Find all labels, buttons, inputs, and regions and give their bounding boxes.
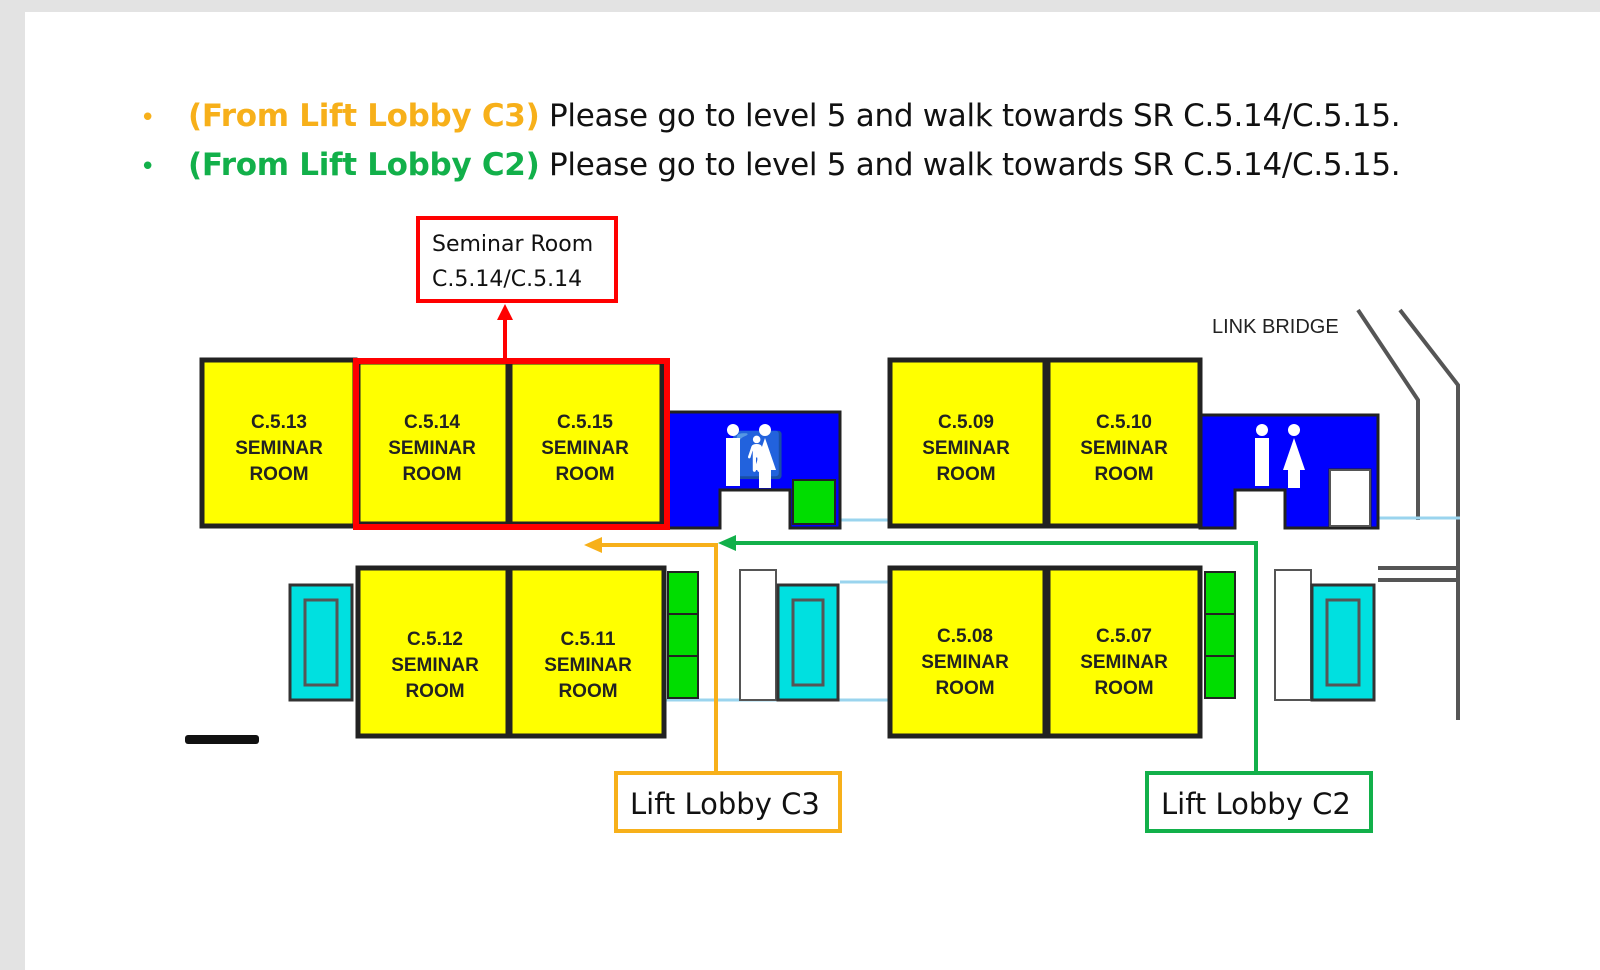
instruction-c3: • (From Lift Lobby C3) Please go to level… (140, 98, 1401, 134)
room-c507 (1045, 565, 1203, 739)
room-c515 (507, 359, 665, 527)
room-c508-l3: ROOM (935, 678, 994, 699)
callout-line2: C.5.14/C.5.14 (432, 267, 582, 292)
room-c514-code: C.5.14 (404, 412, 460, 433)
room-c510-l3: ROOM (1094, 464, 1153, 485)
room-c510 (1045, 357, 1203, 529)
room-c508-l2: SEMINAR (921, 652, 1009, 673)
room-c514-l3: ROOM (402, 464, 461, 485)
target-rooms-highlight (353, 358, 670, 530)
room-c507-l2: SEMINAR (1080, 652, 1168, 673)
room-c512-l2: SEMINAR (391, 655, 479, 676)
room-c515-l3: ROOM (555, 464, 614, 485)
instruction-c2-from: (From Lift Lobby C2) (188, 147, 540, 183)
room-c515-l2: SEMINAR (541, 438, 629, 459)
bullet-icon: • (140, 103, 156, 133)
room-c509-l3: ROOM (936, 464, 995, 485)
room-c513-code: C.5.13 (251, 412, 307, 433)
room-c511-l2: SEMINAR (544, 655, 632, 676)
room-c508-code: C.5.08 (937, 626, 993, 647)
room-c514-l2: SEMINAR (388, 438, 476, 459)
lift-lobby-c3-box (614, 771, 842, 833)
arrow-left-icon (584, 537, 602, 553)
link-bridge-label: LINK BRIDGE (1212, 316, 1339, 338)
room-c509-code: C.5.09 (938, 412, 994, 433)
instruction-c2: • (From Lift Lobby C2) Please go to level… (140, 147, 1401, 183)
lift-lobby-c2-label: Lift Lobby C2 (1161, 787, 1351, 821)
lift-c3 (739, 569, 840, 702)
lift-cores (667, 571, 1236, 699)
restroom-icons (726, 424, 1305, 488)
bullet-icon: • (140, 152, 156, 182)
scale-bar (185, 735, 259, 744)
room-c507-code: C.5.07 (1096, 626, 1152, 647)
room-c513-l3: ROOM (249, 464, 308, 485)
arrow-left-icon (718, 535, 736, 551)
instruction-c3-text: Please go to level 5 and walk towards SR… (539, 98, 1401, 134)
room-c508 (887, 565, 1048, 739)
callout-line1: Seminar Room (432, 232, 593, 257)
lift-left (288, 583, 354, 702)
instruction-c3-from: (From Lift Lobby C3) (188, 98, 540, 134)
room-c513-l2: SEMINAR (235, 438, 323, 459)
link-bridge-lines (1356, 308, 1460, 720)
room-c512-l3: ROOM (405, 681, 464, 702)
room-c509-l2: SEMINAR (922, 438, 1010, 459)
room-c509 (887, 357, 1048, 529)
room-c512 (355, 565, 511, 739)
lift-lobby-c2-box (1145, 771, 1373, 833)
room-c511-code: C.5.11 (561, 629, 616, 650)
room-c512-code: C.5.12 (407, 629, 463, 650)
lift-c2 (1274, 569, 1376, 702)
route-c3 (600, 543, 718, 772)
lift-lobby-c3-label: Lift Lobby C3 (630, 787, 820, 821)
room-c510-l2: SEMINAR (1080, 438, 1168, 459)
route-c2 (735, 541, 1258, 772)
instruction-c2-text: Please go to level 5 and walk towards SR… (539, 147, 1401, 183)
room-c511 (507, 565, 667, 739)
room-c515-code: C.5.15 (557, 412, 613, 433)
callout-box (416, 216, 618, 303)
arrow-up-icon (497, 304, 513, 320)
room-c511-l3: ROOM (558, 681, 617, 702)
room-c507-l3: ROOM (1094, 678, 1153, 699)
room-c510-code: C.5.10 (1096, 412, 1152, 433)
